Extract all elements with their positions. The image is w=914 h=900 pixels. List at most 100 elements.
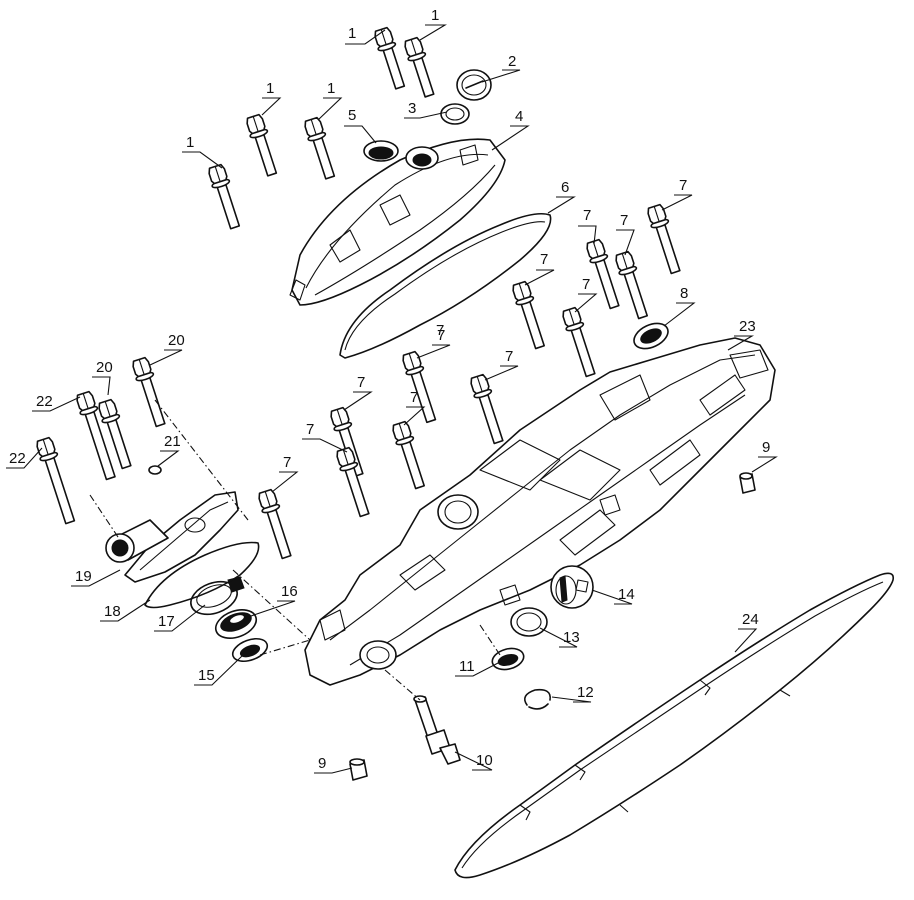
- leader-line: [403, 406, 426, 426]
- leader-line: [663, 302, 696, 327]
- label-7: 7: [437, 327, 445, 344]
- label-7: 7: [582, 276, 590, 293]
- leader-line: [100, 599, 151, 622]
- label-9: 9: [318, 755, 326, 772]
- alignment-lines: [89, 399, 501, 701]
- bolt: [562, 306, 596, 378]
- part-9-dowel-pin-upper: [739, 472, 756, 494]
- label-22: 22: [9, 450, 26, 467]
- label-1: 1: [266, 80, 274, 97]
- leader-line: [734, 628, 758, 653]
- label-2: 2: [508, 53, 516, 70]
- leader-line: [539, 627, 578, 648]
- leader-line: [149, 349, 183, 366]
- leader-line: [547, 196, 576, 214]
- leader-line: [71, 569, 121, 587]
- leader-line: [455, 661, 501, 677]
- bolt: [208, 163, 241, 230]
- bolt: [132, 356, 166, 428]
- part-14-bearing: [550, 565, 594, 609]
- label-12: 12: [577, 684, 594, 701]
- label-5: 5: [348, 107, 356, 124]
- leader-line: [194, 655, 243, 686]
- bolt: [98, 398, 132, 470]
- leader-line: [419, 24, 447, 41]
- bolt: [647, 203, 681, 275]
- label-7: 7: [306, 421, 314, 438]
- part-15-seal: [231, 637, 269, 663]
- bolt: [76, 390, 116, 481]
- label-18: 18: [104, 603, 121, 620]
- leader-line: [261, 97, 282, 116]
- leader-line: [591, 589, 633, 605]
- part-18-pump-gasket: [144, 541, 260, 609]
- bolt: [512, 280, 546, 350]
- label-20: 20: [96, 359, 113, 376]
- leader-line: [661, 194, 693, 211]
- leader-line: [182, 151, 223, 169]
- label-15: 15: [198, 667, 215, 684]
- part-24-large-gasket: [454, 572, 895, 879]
- label-7: 7: [436, 322, 444, 339]
- label-7: 7: [357, 374, 365, 391]
- leader-line: [92, 376, 111, 396]
- leader-line: [247, 600, 296, 618]
- leader-line: [314, 767, 353, 774]
- part-4-outer-cover: [289, 138, 506, 306]
- leader-line: [404, 111, 448, 119]
- leader-line: [157, 450, 180, 467]
- label-1: 1: [431, 7, 439, 24]
- label-1: 1: [348, 25, 356, 42]
- bolt: [615, 250, 649, 320]
- leader-line: [484, 365, 519, 381]
- leader-line: [302, 438, 348, 453]
- part-19-pump-housing: [105, 491, 239, 583]
- leader-line: [574, 293, 598, 313]
- label-7: 7: [505, 348, 513, 365]
- label-24: 24: [742, 611, 759, 628]
- bolt: [374, 26, 406, 90]
- label-22: 22: [36, 393, 53, 410]
- bolt: [246, 113, 278, 177]
- part-11-bushing: [491, 647, 525, 671]
- leader-line: [481, 69, 521, 83]
- leader-line: [616, 229, 635, 256]
- label-7: 7: [540, 251, 548, 268]
- label-3: 3: [408, 100, 416, 117]
- leader-line: [524, 269, 555, 286]
- label-11: 11: [459, 658, 475, 675]
- part-2-plug-cap: [456, 69, 492, 101]
- bolt: [402, 350, 437, 424]
- bolt: [470, 373, 504, 445]
- leader-line: [454, 751, 493, 771]
- part-8-seal-ring: [633, 322, 669, 350]
- label-8: 8: [680, 285, 688, 302]
- leader-line: [578, 225, 597, 245]
- label-20: 20: [168, 332, 185, 349]
- part-10-shaft: [413, 695, 461, 765]
- label-7: 7: [283, 454, 291, 471]
- bolt: [304, 116, 336, 180]
- leader-line: [317, 97, 343, 121]
- part-9-dowel-pin-lower: [349, 758, 368, 781]
- label-21: 21: [164, 433, 181, 450]
- leader-line: [32, 396, 81, 412]
- leader-line: [416, 344, 451, 359]
- leader-line: [751, 456, 778, 473]
- leader-line: [154, 604, 206, 632]
- leader-line: [343, 391, 373, 411]
- bolt-group: [36, 26, 681, 560]
- bolt: [258, 488, 292, 560]
- label-23: 23: [739, 318, 756, 335]
- bolt: [392, 420, 426, 490]
- part-13-washer: [510, 607, 548, 637]
- leader-line: [271, 471, 299, 493]
- label-19: 19: [75, 568, 92, 585]
- bolt: [586, 238, 620, 310]
- label-4: 4: [515, 108, 523, 125]
- part-16-impeller: [214, 609, 258, 639]
- leader-line: [6, 447, 43, 469]
- leader-line: [491, 125, 530, 151]
